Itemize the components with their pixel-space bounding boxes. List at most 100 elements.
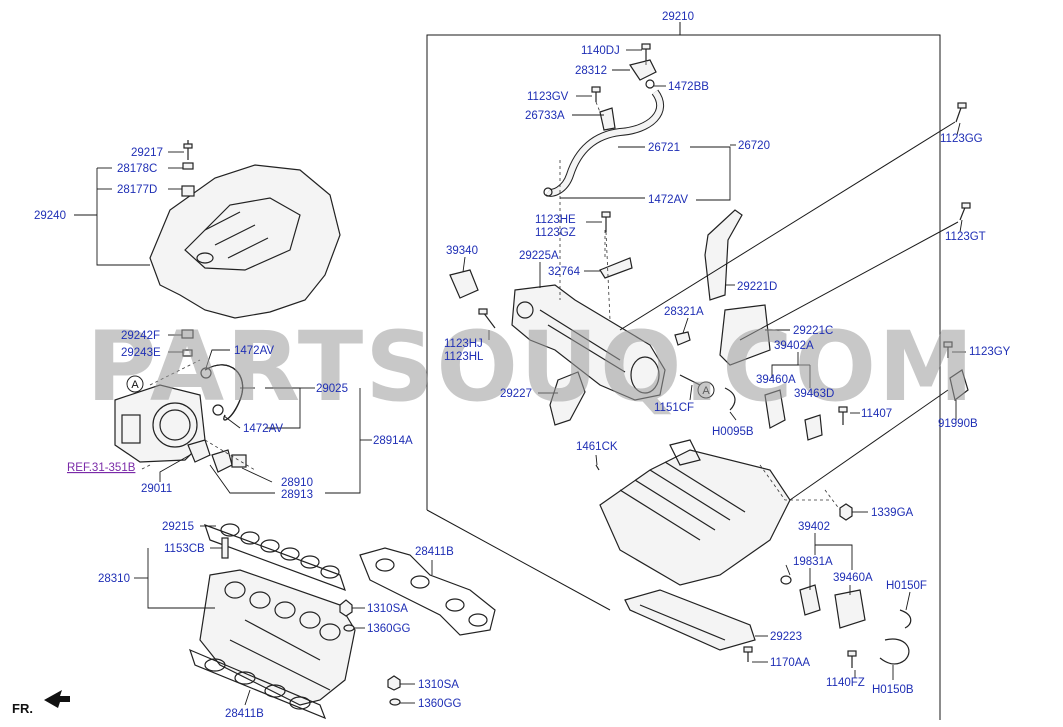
label-29221c[interactable]: 29221C (793, 325, 833, 337)
label-26721[interactable]: 26721 (648, 142, 680, 154)
label-28913[interactable]: 28913 (281, 489, 313, 501)
label-1123hl[interactable]: 1123HL (444, 351, 484, 363)
label-1123hj[interactable]: 1123HJ (444, 338, 483, 350)
label-1472av-b[interactable]: 1472AV (243, 423, 283, 435)
label-1151cf[interactable]: 1151CF (654, 402, 694, 414)
gasket-29215-drawing (204, 523, 346, 591)
bolt-1151cf (679, 374, 701, 386)
cover-bolt-29217 (183, 140, 193, 160)
sensor-28910 (231, 454, 247, 468)
label-1461ck[interactable]: 1461CK (576, 441, 618, 453)
label-11407[interactable]: 11407 (861, 408, 892, 420)
label-91990b[interactable]: 91990B (938, 418, 978, 430)
fitting-28321a (674, 331, 691, 346)
label-29240[interactable]: 29240 (34, 210, 66, 222)
pcv-hose-26721 (545, 89, 664, 197)
label-1123gg[interactable]: 1123GG (940, 133, 983, 145)
front-arrow-icon (44, 690, 70, 708)
label-1339ga[interactable]: 1339GA (871, 507, 914, 519)
upper-intake-manifold-drawing (599, 439, 791, 586)
label-1472bb[interactable]: 1472BB (668, 81, 709, 93)
valve-39460a-top (764, 389, 786, 429)
bolt-11407 (838, 406, 848, 425)
callout-circle-a-right (697, 381, 715, 399)
label-29217[interactable]: 29217 (131, 147, 163, 159)
washer-1360gg-a (343, 624, 355, 632)
label-28178c[interactable]: 28178C (117, 163, 157, 175)
callout-a-left: A (131, 379, 139, 391)
gasket-28411b-lower-drawing (189, 648, 327, 720)
label-28310[interactable]: 28310 (98, 573, 130, 585)
label-39463d[interactable]: 39463D (794, 388, 834, 400)
label-1472av-top[interactable]: 1472AV (648, 194, 688, 206)
label-29210[interactable]: 29210 (662, 11, 694, 23)
label-1123gy[interactable]: 1123GY (969, 346, 1011, 358)
bracket-29221d (704, 209, 743, 301)
label-28312[interactable]: 28312 (575, 65, 607, 77)
label-28411b-top[interactable]: 28411B (415, 546, 454, 558)
label-1140fz[interactable]: 1140FZ (826, 677, 865, 689)
label-29242f[interactable]: 29242F (121, 330, 160, 342)
label-32764[interactable]: 32764 (548, 266, 581, 278)
label-28177d[interactable]: 28177D (117, 184, 157, 196)
grommet-29242f (181, 329, 194, 339)
bolt-1123gg (955, 102, 967, 123)
clamp-1472av-top (543, 187, 553, 197)
label-h0150f[interactable]: H0150F (886, 580, 927, 592)
nut-1310sa-b (387, 675, 401, 691)
label-1360gg-b[interactable]: 1360GG (418, 698, 462, 710)
label-1170aa[interactable]: 1170AA (770, 657, 810, 669)
label-1310sa-a[interactable]: 1310SA (367, 603, 408, 615)
label-26733a[interactable]: 26733A (525, 110, 565, 122)
bolt-1123gv (591, 86, 601, 102)
label-h0150b[interactable]: H0150B (872, 684, 914, 696)
label-28910[interactable]: 28910 (281, 477, 313, 489)
cover-plate-29223-drawing (624, 589, 756, 651)
label-29025[interactable]: 29025 (316, 383, 348, 395)
label-1310sa-b[interactable]: 1310SA (418, 679, 459, 691)
label-29221d[interactable]: 29221D (737, 281, 777, 293)
label-39402[interactable]: 39402 (798, 521, 830, 533)
label-1360gg-a[interactable]: 1360GG (367, 623, 411, 635)
label-29215[interactable]: 29215 (162, 521, 194, 533)
label-26720[interactable]: 26720 (738, 140, 770, 152)
grommet-28178c (182, 162, 194, 170)
label-29243e[interactable]: 29243E (121, 347, 161, 359)
label-39340[interactable]: 39340 (446, 245, 478, 257)
label-29223[interactable]: 29223 (770, 631, 802, 643)
bracket-28913 (211, 449, 233, 473)
engine-cover-drawing (149, 164, 341, 319)
oring-19831a (780, 575, 792, 585)
label-h0095b[interactable]: H0095B (712, 426, 754, 438)
label-28321a[interactable]: 28321A (664, 306, 704, 318)
assembly-dash-lines (559, 62, 841, 511)
label-1123gt[interactable]: 1123GT (945, 231, 986, 243)
label-1140dj[interactable]: 1140DJ (581, 45, 620, 57)
bracket-39463d (804, 414, 823, 441)
label-19831a[interactable]: 19831A (793, 556, 833, 568)
label-1123gz[interactable]: 1123GZ (535, 227, 576, 239)
label-1123he[interactable]: 1123HE (535, 214, 576, 226)
leader-lines (74, 49, 966, 706)
label-28411b-bot[interactable]: 28411B (225, 708, 264, 720)
clamp-1472bb (645, 79, 655, 89)
label-29225a[interactable]: 29225A (519, 250, 559, 262)
grommet-28177d (181, 185, 195, 197)
label-29227[interactable]: 29227 (500, 388, 532, 400)
bolt-1140fz (847, 650, 857, 668)
bolt-1170aa (743, 646, 753, 662)
label-29011[interactable]: 29011 (141, 483, 172, 495)
reference-link[interactable]: REF.31-351B (67, 462, 136, 474)
label-1153cb[interactable]: 1153CB (164, 543, 205, 555)
label-39402a[interactable]: 39402A (774, 340, 814, 352)
bracket-29221c (719, 304, 771, 366)
bolt-1123he (601, 211, 611, 232)
gasket-29011 (187, 439, 211, 463)
label-28914a[interactable]: 28914A (373, 435, 413, 447)
label-39460a-top[interactable]: 39460A (756, 374, 796, 386)
label-39460a-bot[interactable]: 39460A (833, 572, 873, 584)
part-labels: 29210 1140DJ 28312 1472BB 1123GV 26733A … (34, 11, 1011, 720)
label-1123gv[interactable]: 1123GV (527, 91, 569, 103)
label-1472av-a[interactable]: 1472AV (234, 345, 274, 357)
gasket-29227 (549, 371, 586, 426)
